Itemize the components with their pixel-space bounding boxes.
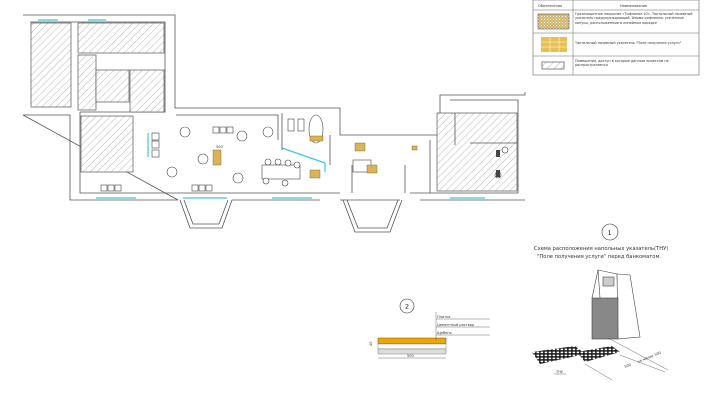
hatched-room-icon [541,61,565,70]
dim-label: не менее [637,354,654,364]
restricted-room [80,115,134,173]
legend-header-symbol: Обозначение [538,4,562,8]
dim-label: 500 [654,351,662,357]
layer-label: Цементный раствор [437,323,475,327]
width-label: 500 [407,354,414,358]
mortar-layer [377,343,447,350]
tnu-tag: ТНУ [555,370,564,374]
detail-atm: 1 Схема расположения напольных указатель… [532,223,668,381]
legend-row-text: Тактильный наземный указатель "Поле полу… [575,41,682,45]
detail-number: 1 [608,229,612,237]
restricted-room [77,54,97,111]
yellow-tile-icon [541,37,567,52]
plan-dimension: 500 [216,145,223,149]
detail-title: "Поле получения услуги" перед банкоматом… [537,254,661,260]
tactile-grid [577,346,620,362]
legend-header-name: Наименование [620,4,647,8]
restricted-room [95,69,130,103]
detail-number: 2 [405,303,409,311]
tactile-grid [532,346,585,364]
layer-label: Плитка [437,315,450,319]
detail-section: 2 Плитка Цементный раствор Щебень 500 40 [369,298,490,359]
layer-label: Щебень [437,331,452,335]
legend-row-text: Грязезащитное покрытие «Тифлопол 10». Та… [575,12,693,25]
tactile-tiles [212,135,500,179]
atm-icon [591,269,641,340]
restricted-room [129,69,165,113]
floor-plan: 500 [22,14,526,233]
outer-wall [22,14,526,201]
dotted-tile-icon [537,13,570,30]
height-label: 40 [369,342,373,346]
gravel-layer [377,348,447,355]
detail-title: Схема расположения напольных указатель(Т… [534,246,668,252]
legend-row-text: Помещения, доступ в которые данным проек… [575,59,669,68]
restricted-room [30,22,72,108]
restricted-room [77,22,165,54]
dim-label: 500 [624,363,632,369]
legend-table: Обозначение Наименование Грязезащитное п… [532,0,700,76]
